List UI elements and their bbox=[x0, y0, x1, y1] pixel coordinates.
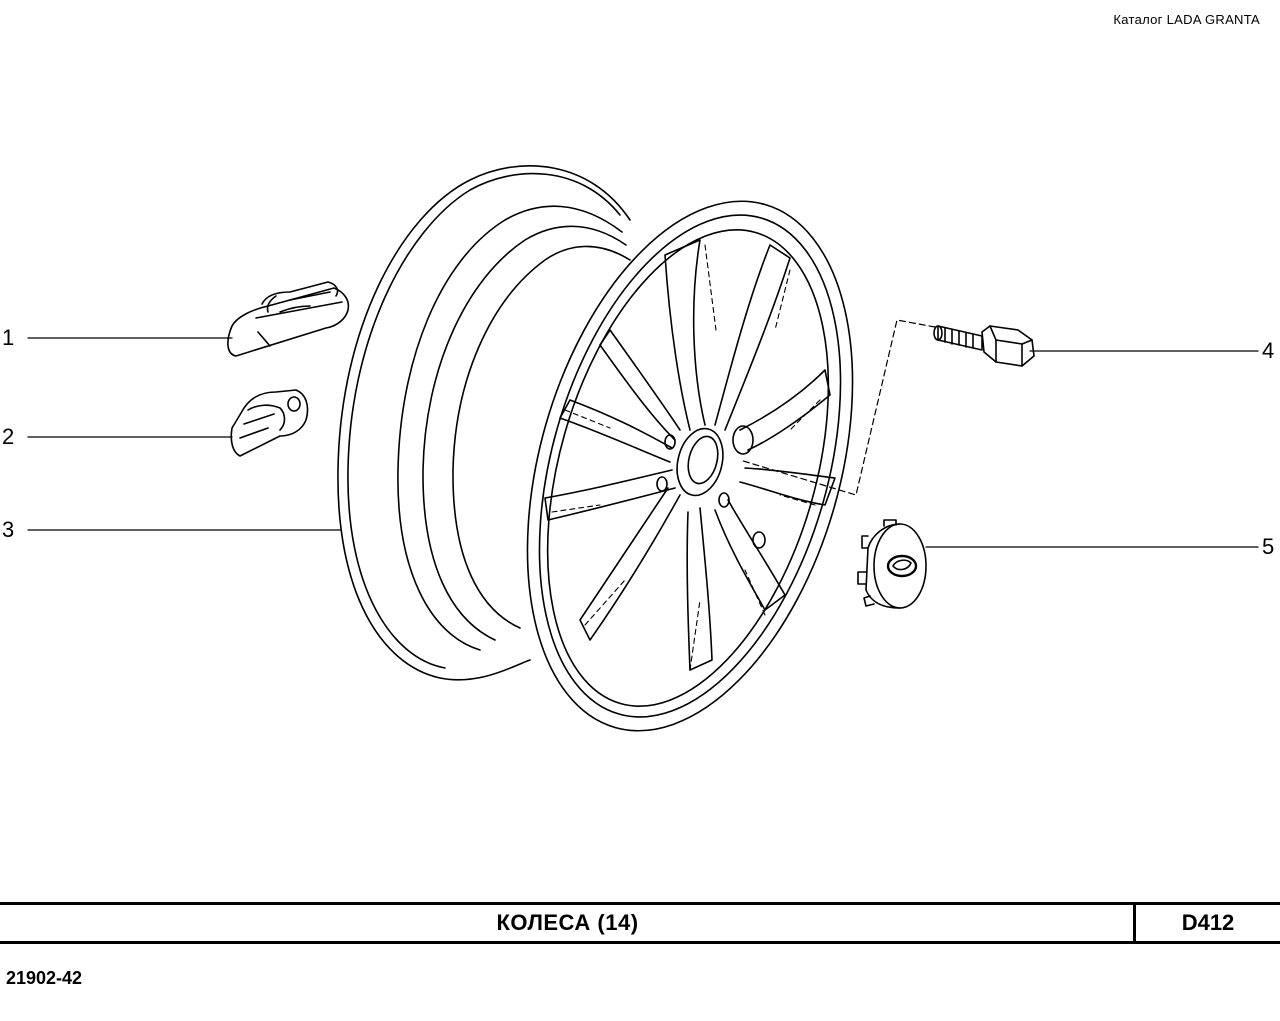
catalog-header: Каталог LADA GRANTA bbox=[1113, 12, 1260, 27]
leader-lines bbox=[27, 319, 1259, 548]
document-number: 21902-42 bbox=[6, 968, 83, 988]
wheel-rim-part bbox=[337, 165, 854, 732]
title-divider bbox=[1133, 905, 1136, 941]
diagram-title: КОЛЕСА (14) bbox=[496, 910, 639, 935]
callout-4: 4 bbox=[1262, 338, 1275, 363]
exploded-parts-diagram bbox=[27, 165, 1259, 732]
diagram-code: D412 bbox=[1181, 910, 1235, 935]
callout-5: 5 bbox=[1262, 534, 1275, 559]
balance-weight-part bbox=[230, 389, 309, 457]
callout-3: 3 bbox=[2, 517, 15, 542]
balance-weight-clip-part bbox=[227, 281, 350, 357]
hub-cap-part bbox=[857, 519, 927, 609]
title-block: КОЛЕСА (14) D412 bbox=[0, 902, 1280, 944]
callout-1: 1 bbox=[2, 325, 15, 350]
wheel-bolt-part bbox=[933, 325, 1035, 367]
callout-2: 2 bbox=[2, 424, 15, 449]
